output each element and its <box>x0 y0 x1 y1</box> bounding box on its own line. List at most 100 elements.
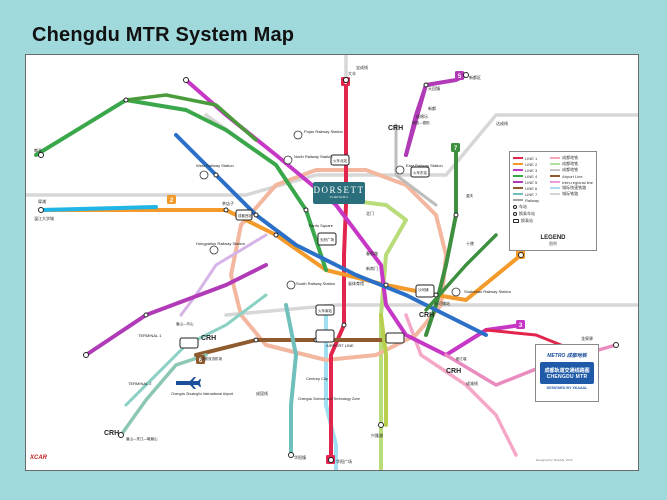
station-dot[interactable] <box>341 322 347 328</box>
interchange-tianfu[interactable] <box>317 232 337 246</box>
station-dot[interactable] <box>518 252 524 258</box>
rail-icon <box>395 165 405 175</box>
label-south-railway: South Railway Station <box>296 281 335 286</box>
line-purple-light <box>179 233 268 317</box>
label-terminal-1: TERMINAL 1 <box>138 333 162 338</box>
station-dot[interactable] <box>143 312 149 318</box>
interchange-south-railway[interactable] <box>315 304 335 316</box>
station-dot[interactable] <box>273 232 279 238</box>
station-dot[interactable] <box>38 152 44 158</box>
line-lime-south <box>379 313 388 427</box>
station-dot[interactable] <box>123 97 129 103</box>
line-cyan-west <box>39 205 158 212</box>
legend-planned-label: 城际铁路 <box>562 191 579 196</box>
interchange-north-railway[interactable] <box>330 154 350 166</box>
badge-line-3-east <box>516 320 525 329</box>
label-chengdu-west: 成都西站 <box>238 213 252 218</box>
brand-english-title: CHENGDU MTR <box>546 373 588 380</box>
label-chadianzi: 茶店子 <box>222 200 234 206</box>
line-7 <box>424 148 458 337</box>
station-dot[interactable] <box>253 212 259 218</box>
legend-planned-label: 成都地铁 <box>562 167 579 172</box>
station-dot[interactable] <box>183 77 189 83</box>
line-lightgreen-west <box>344 198 408 470</box>
map-frame[interactable]: 1 5 2 6 1 2 7 3 <box>25 54 639 471</box>
label-xindu-2: 新都 <box>428 105 436 111</box>
badge-line-6-south <box>196 355 205 364</box>
label-north-station-cn: 火车北站 <box>333 158 347 163</box>
legend-line-label: LINE 4 <box>525 173 538 179</box>
crh-label: CRH <box>104 430 119 437</box>
dorsett-name: DORSETT <box>313 185 365 195</box>
station-dot[interactable] <box>433 292 439 298</box>
label-hongpailou: Hongpailou Railway Station <box>196 241 245 246</box>
rail-icon <box>199 170 209 180</box>
crh-label: CRH <box>388 125 403 132</box>
badge-line-5-top-label: 5 <box>458 74 462 80</box>
interchange-boxes <box>179 154 435 349</box>
label-chengkun-line: 成昆线 <box>256 390 268 396</box>
station-dot[interactable] <box>343 77 349 83</box>
station-dot[interactable] <box>83 352 89 358</box>
interchange-west[interactable] <box>235 209 253 221</box>
crh-note: 绵阳—德阳 <box>412 120 430 125</box>
legend-symbol-label: 换乘站 <box>521 218 533 223</box>
xcar-watermark: XCAR <box>30 455 48 461</box>
legend-planned-column: 成都地铁 成都地铁 成都地铁 Airport Line Inter-region… <box>550 155 593 203</box>
legend-row-line1: LINE 1 <box>513 155 546 161</box>
interchange-shahebao[interactable] <box>415 284 435 298</box>
station-dot[interactable] <box>613 342 619 348</box>
legend-row-planned: 成都地铁 <box>550 155 593 161</box>
crh-label: CRH <box>446 368 461 375</box>
station-dot[interactable] <box>378 422 384 428</box>
interchange-airport[interactable] <box>179 337 199 349</box>
station-dot[interactable] <box>38 207 44 213</box>
legend-swatch <box>513 199 523 201</box>
interchange-south-2[interactable] <box>315 329 335 343</box>
line-darkgreen <box>124 93 258 142</box>
badge-line-2-west-label: 2 <box>170 198 174 204</box>
label-science-zone: Chengdu Science and Technology Zone <box>298 397 360 401</box>
legend-swatch <box>513 175 523 177</box>
station-dot[interactable] <box>463 72 469 78</box>
station-dot[interactable] <box>328 457 334 463</box>
station-dot[interactable] <box>118 432 124 438</box>
station-dot[interactable] <box>223 207 229 213</box>
legend-planned-label: 成都地铁 <box>562 161 579 166</box>
badge-line-1-top-label: 1 <box>344 80 348 86</box>
label-shahe: 沙河铺 <box>418 287 429 292</box>
crh-note: 重庆 <box>466 193 474 198</box>
station-dot[interactable] <box>423 82 429 88</box>
legend-row-planned: 成都地铁 <box>550 167 593 173</box>
station-dot[interactable] <box>253 337 259 343</box>
legend-swatch <box>513 187 523 189</box>
legend-row-line4: LINE 4 <box>513 173 546 179</box>
dorsett-landmark-badge[interactable]: DORSETT CHENGDU <box>313 182 365 204</box>
legend-swatch <box>550 181 561 183</box>
station-dot[interactable] <box>453 212 459 218</box>
legend-symbol-label: 车站 <box>519 204 527 209</box>
legend-swatch <box>550 187 561 189</box>
legend-symbol-row: 换乘站 <box>513 218 593 224</box>
label-south-station-cn: 火车南站 <box>318 308 332 313</box>
crh-marker-southeast: CRH 都江堰 <box>446 356 467 375</box>
interchange-east-railway[interactable] <box>410 166 430 178</box>
station-dot[interactable] <box>288 452 294 458</box>
legend-row-planned: Inter-regional line <box>550 179 593 185</box>
crh-markers: CRH 绵阳—德阳 CRH 眉山—乐山 CRH 重庆 CRH 眉山—夹江—峨眉山… <box>104 120 474 441</box>
interchange-east-2[interactable] <box>385 332 405 344</box>
station-dot[interactable] <box>213 172 219 178</box>
label-tianhuizhen: 天回镇 <box>428 85 440 91</box>
line-purple-northeast <box>404 83 428 157</box>
station-dot[interactable] <box>303 207 309 213</box>
legend-symbol-dot <box>513 212 517 216</box>
legend-swatch <box>513 163 523 165</box>
rail-icon <box>451 287 461 297</box>
airplane-icon <box>176 377 201 389</box>
legend-symbol-dot <box>513 205 517 209</box>
metro-map[interactable]: 1 5 2 6 1 2 7 3 <box>26 55 638 470</box>
crh-note: 眉山—乐山 <box>176 321 194 326</box>
legend-title: LEGEND <box>540 235 566 241</box>
legend-planned-label: Inter-regional line <box>562 179 593 185</box>
station-dot[interactable] <box>383 282 389 288</box>
